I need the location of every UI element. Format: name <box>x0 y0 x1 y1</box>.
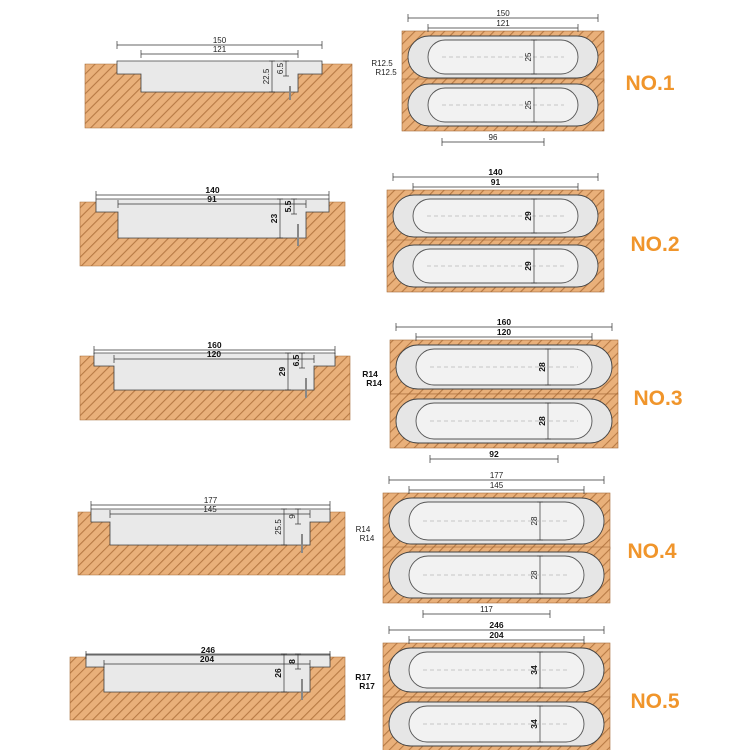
slot-width-dimension-label: 29 <box>523 261 533 271</box>
side-inner-dimension-label: 120 <box>207 349 221 359</box>
side-depth-dimension-label: 29 <box>277 367 287 377</box>
top-outer-dimension-label: 246 <box>489 620 503 630</box>
slot-width-dimension-label: 28 <box>530 516 539 525</box>
slot-width-dimension-label: 25 <box>524 100 533 109</box>
side-step-dimension-label: 8 <box>287 659 297 664</box>
side-depth-dimension-label: 25.5 <box>274 519 283 535</box>
slot-width-dimension-label: 28 <box>537 416 547 426</box>
slot-inner <box>427 39 579 75</box>
slot-width-dimension-label: 29 <box>523 211 533 221</box>
top-inner-dimension-label: 121 <box>496 19 510 28</box>
side-outer-dimension-label: 246 <box>201 645 215 655</box>
side-inner-dimension-label: 145 <box>203 505 217 514</box>
side-step-dimension-label: 5.5 <box>283 200 293 212</box>
model-label: NO.3 <box>633 387 682 410</box>
hinge-pocket <box>116 60 323 93</box>
slot-width-dimension-label: 34 <box>529 665 539 675</box>
hinge-pocket <box>90 508 331 546</box>
side-step-dimension-label: 6.5 <box>276 62 285 74</box>
top-outer-dimension-label: 150 <box>496 9 510 18</box>
top-inner-dimension-label: 145 <box>490 481 504 490</box>
slot-inner <box>412 198 579 234</box>
top-outer-dimension-label: 160 <box>497 317 511 327</box>
bottom-dimension-label: 92 <box>489 449 499 459</box>
side-outer-dimension-label: 177 <box>204 496 218 505</box>
side-inner-dimension-label: 204 <box>200 654 214 664</box>
slot-inner <box>427 87 579 123</box>
model-label: NO.4 <box>627 540 676 563</box>
top-inner-dimension-label: 120 <box>497 327 511 337</box>
model-label: NO.5 <box>630 690 679 713</box>
side-depth-dimension-label: 22.5 <box>262 68 271 84</box>
side-depth-dimension-label: 26 <box>273 668 283 678</box>
side-step-dimension-label: 9 <box>288 514 297 519</box>
side-inner-dimension-label: 121 <box>213 45 227 54</box>
bottom-dimension-label: 96 <box>489 133 498 142</box>
top-inner-dimension-label: 204 <box>489 630 503 640</box>
side-step-dimension-label: 6.5 <box>291 354 301 366</box>
radius-label-1: R14 <box>356 525 371 534</box>
model-label: NO.1 <box>625 72 674 95</box>
radius-label-2: R14 <box>366 378 382 388</box>
hinge-row-5: 2462042683434246204R17R17170NO.5 <box>69 620 680 750</box>
model-label: NO.2 <box>630 233 679 256</box>
radius-label-2: R12.5 <box>375 68 397 77</box>
slot-inner <box>412 248 579 284</box>
top-outer-dimension-label: 177 <box>490 471 504 480</box>
radius-label-2: R17 <box>359 681 375 691</box>
radius-label-1: R14 <box>362 369 378 379</box>
side-inner-dimension-label: 91 <box>207 194 217 204</box>
slot-width-dimension-label: 25 <box>524 52 533 61</box>
slot-width-dimension-label: 34 <box>529 719 539 729</box>
radius-label-2: R14 <box>360 534 375 543</box>
side-outer-dimension-label: 160 <box>207 340 221 350</box>
top-inner-dimension-label: 91 <box>491 177 501 187</box>
slot-width-dimension-label: 28 <box>530 570 539 579</box>
radius-label-1: R12.5 <box>371 59 393 68</box>
side-depth-dimension-label: 23 <box>269 214 279 224</box>
side-outer-dimension-label: 150 <box>213 36 227 45</box>
radius-label-1: R17 <box>355 672 371 682</box>
hinge-pocket <box>95 198 330 239</box>
hinge-pocket <box>93 352 336 391</box>
side-outer-dimension-label: 140 <box>205 185 219 195</box>
top-outer-dimension-label: 140 <box>488 167 502 177</box>
slot-width-dimension-label: 28 <box>537 362 547 372</box>
bottom-dimension-label: 117 <box>480 605 493 614</box>
